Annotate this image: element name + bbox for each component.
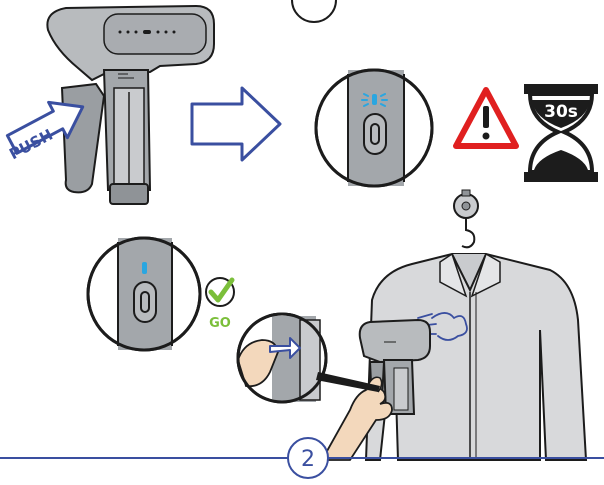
indicator-light-steady <box>142 262 147 274</box>
step-number: 2 <box>301 447 315 472</box>
zoom-circle-ready <box>86 236 202 352</box>
hanger-hook <box>439 189 501 263</box>
warning-triangle-icon <box>453 87 519 149</box>
steamer-device-in-use <box>358 318 431 415</box>
timer-label: 30s <box>544 102 578 122</box>
checkmark-icon <box>205 277 235 307</box>
power-button <box>133 281 157 323</box>
indicator-light-blinking <box>372 94 377 105</box>
zoom-circle-blinking <box>314 68 434 188</box>
push-arrow-icon <box>5 100 85 155</box>
right-arrow-icon <box>190 86 282 162</box>
shirt <box>364 252 588 461</box>
hourglass-icon: 30s <box>524 84 598 182</box>
zoom-inset-press <box>236 312 328 404</box>
power-button <box>363 113 387 155</box>
step-number-badge: 2 <box>287 437 329 479</box>
prev-step-circle <box>291 0 337 23</box>
go-label: GO <box>209 316 231 331</box>
zoom-connector <box>316 372 380 392</box>
